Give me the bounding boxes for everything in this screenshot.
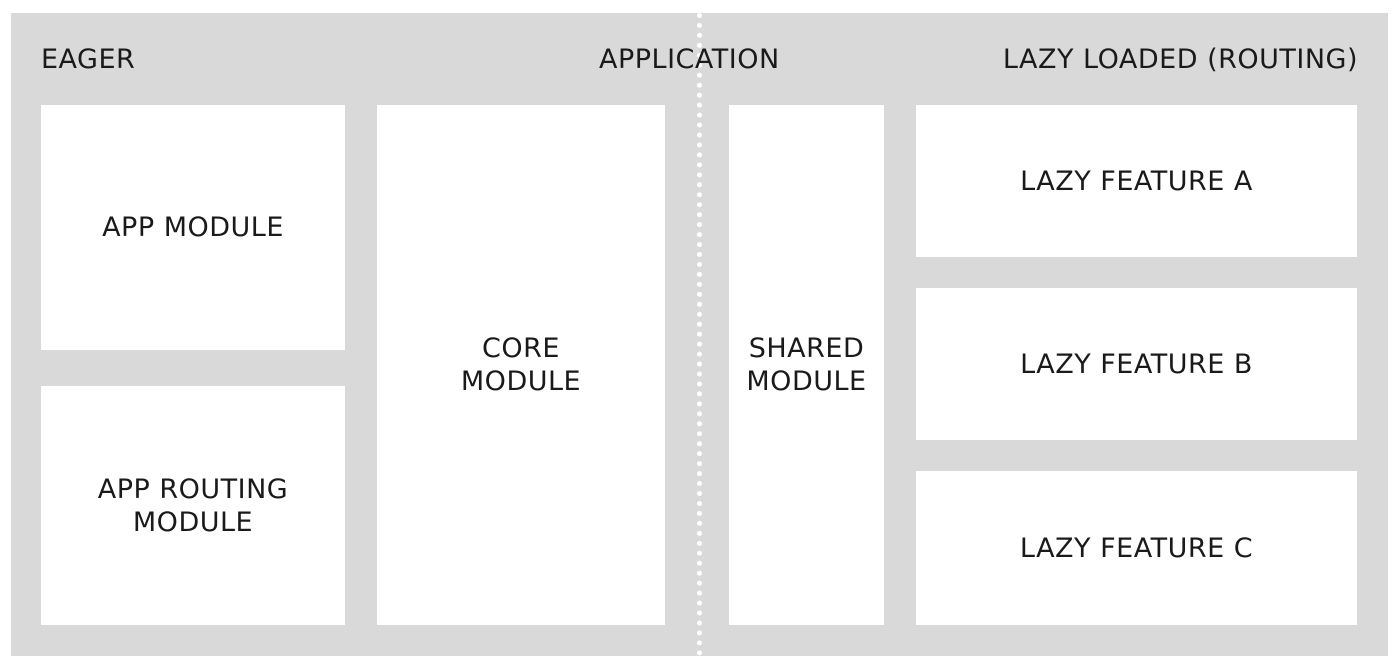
app-routing-module-box: APP ROUTING MODULE xyxy=(41,386,345,625)
shared-module-label-line2: MODULE xyxy=(746,366,867,397)
lazy-feature-c-box: LAZY FEATURE C xyxy=(916,471,1357,625)
lazy-feature-b-box: LAZY FEATURE B xyxy=(916,288,1357,440)
lazy-section-label: LAZY LOADED (ROUTING) xyxy=(1002,44,1358,75)
shared-module-box: SHARED MODULE xyxy=(729,105,884,625)
core-module-label-line1: CORE xyxy=(482,333,560,364)
lazy-feature-a-label: LAZY FEATURE A xyxy=(1020,165,1253,197)
core-module-label-line2: MODULE xyxy=(460,366,582,397)
app-routing-module-label-line1: APP ROUTING xyxy=(97,473,289,505)
lazy-feature-c-label: LAZY FEATURE C xyxy=(1019,532,1254,564)
lazy-feature-b-label: LAZY FEATURE B xyxy=(1020,348,1253,380)
app-routing-module-label-line2: MODULE xyxy=(132,506,254,538)
eager-section-label: EAGER xyxy=(41,44,136,75)
app-module-box: APP MODULE xyxy=(41,105,345,350)
shared-module-label-line1: SHARED xyxy=(748,333,865,364)
lazy-feature-a-box: LAZY FEATURE A xyxy=(916,105,1357,257)
eager-lazy-divider xyxy=(697,13,702,656)
app-module-label: APP MODULE xyxy=(102,212,284,243)
application-section-label: APPLICATION xyxy=(599,44,780,75)
application-diagram: EAGER APPLICATION LAZY LOADED (ROUTING) … xyxy=(11,13,1388,656)
core-module-box: CORE MODULE xyxy=(377,105,665,625)
